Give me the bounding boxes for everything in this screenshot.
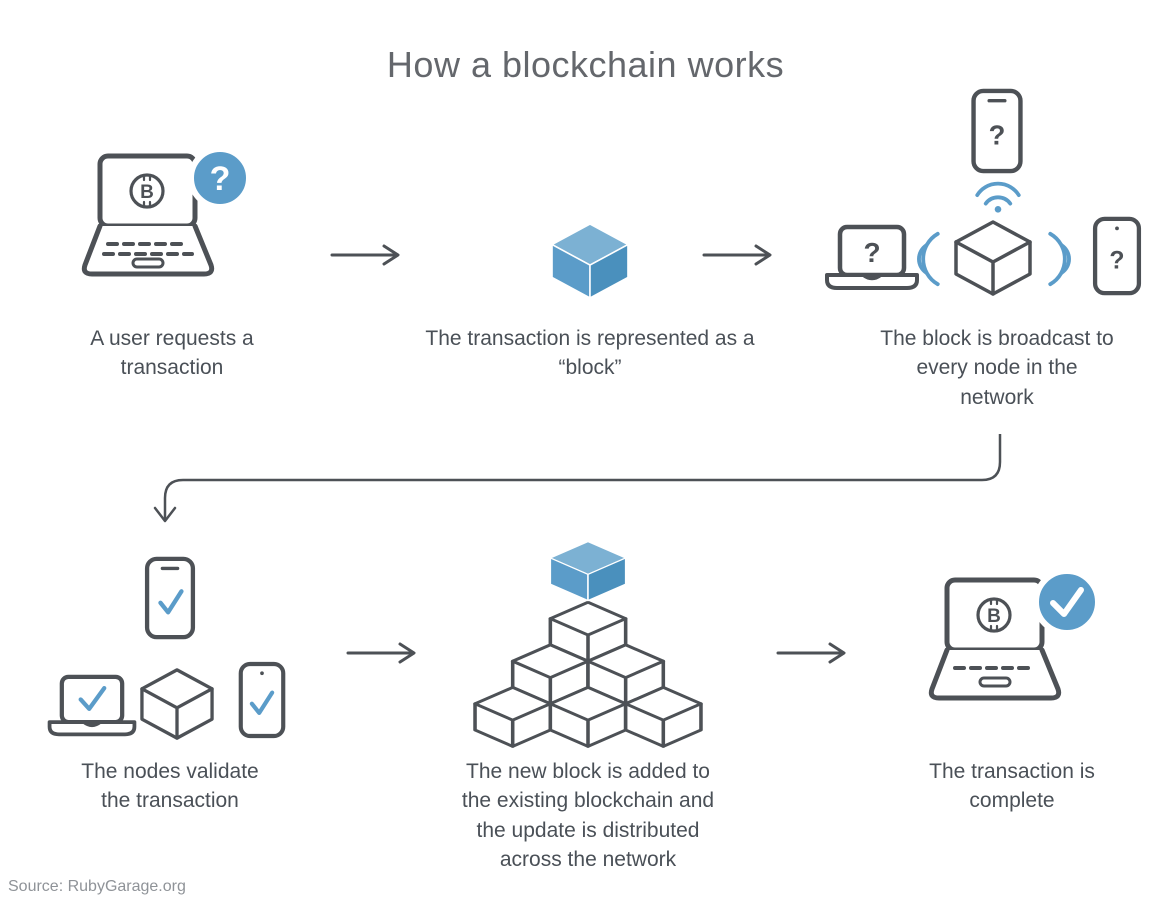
phone-check-icon <box>144 556 196 640</box>
svg-text:?: ? <box>210 160 231 198</box>
bitcoin-icon: B <box>129 173 165 209</box>
arrow-right-icon <box>346 642 416 664</box>
bitcoin-icon: B <box>976 597 1012 633</box>
node-cube-icon <box>954 220 1032 296</box>
laptop-bitcoin-question-icon: B ? <box>81 146 252 277</box>
arrow-right-icon <box>702 244 772 266</box>
arrow-right-icon <box>776 642 846 664</box>
step-6-caption: The transaction is complete <box>929 760 1095 813</box>
phone-question-icon: ? <box>1092 216 1142 296</box>
wifi-waves-left-icon <box>917 231 940 287</box>
svg-text:?: ? <box>989 120 1006 151</box>
arrow-right-icon <box>330 244 400 266</box>
laptop-check-icon <box>47 674 137 737</box>
step-2-caption: The transaction is represented as a “blo… <box>425 327 755 380</box>
svg-text:B: B <box>140 182 154 203</box>
svg-text:B: B <box>987 606 1001 627</box>
svg-text:?: ? <box>1109 247 1124 274</box>
flow-connector-line <box>153 434 1002 523</box>
laptop-base <box>928 647 1062 701</box>
step-1-caption: A user requests a transaction <box>90 327 254 380</box>
laptop-bitcoin-check-icon: B <box>928 570 1101 701</box>
svg-text:?: ? <box>863 237 880 268</box>
diagram-title: How a blockchain works <box>386 44 785 85</box>
blockchain-pyramid-icon <box>473 540 703 748</box>
check-badge <box>1033 570 1101 636</box>
question-badge: ? <box>188 146 252 210</box>
arrow-down-icon <box>153 506 177 523</box>
block-cube-icon <box>551 223 629 299</box>
wifi-waves-right-icon <box>1048 231 1071 287</box>
node-cube-icon <box>140 668 214 740</box>
step-5-caption: The new block is added to the existing b… <box>461 760 715 872</box>
phone-question-icon: ? <box>971 88 1023 174</box>
check-icon <box>1050 587 1084 617</box>
source-credit: Source: RubyGarage.org <box>8 878 186 895</box>
phone-check-icon <box>238 661 286 739</box>
step-4-caption: The nodes validate the transaction <box>81 760 259 813</box>
laptop-question-icon: ? <box>825 224 919 290</box>
laptop-base <box>81 223 215 277</box>
step-3-caption: The block is broadcast to every node in … <box>880 327 1114 409</box>
new-block-cube-icon <box>549 540 627 602</box>
wifi-signal-down-icon <box>975 181 1021 213</box>
